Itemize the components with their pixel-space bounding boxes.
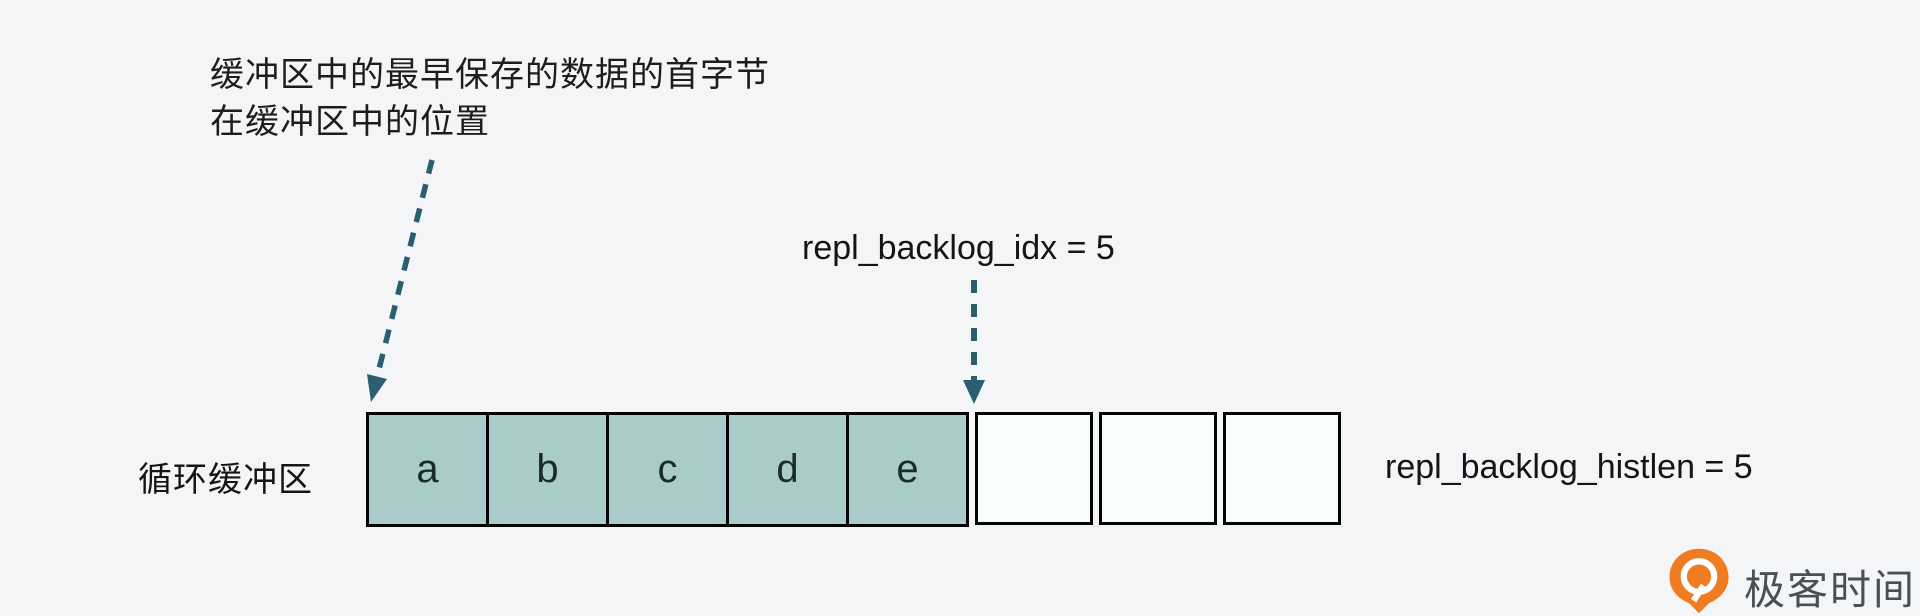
cell-d-label: d bbox=[776, 447, 799, 491]
annotation-line-2: 在缓冲区中的位置 bbox=[210, 103, 490, 141]
annotation-line-1: 缓冲区中的最早保存的数据的首字节 bbox=[210, 56, 770, 94]
cell-b-label: b bbox=[536, 447, 559, 491]
buffer-cell-empty bbox=[1223, 412, 1341, 525]
buffer-cell-empty bbox=[1099, 412, 1217, 525]
repl-backlog-histlen-label: repl_backlog_histlen = 5 bbox=[1385, 448, 1753, 486]
annotation-dashed-arrow bbox=[367, 159, 435, 402]
buffer-cell-empty bbox=[975, 412, 1093, 525]
buffer-cell-a: a bbox=[366, 412, 489, 527]
cell-e-label: e bbox=[896, 447, 919, 491]
buffer-cell-b: b bbox=[486, 412, 609, 527]
repl-backlog-idx-label: repl_backlog_idx = 5 bbox=[802, 229, 1115, 267]
circular-buffer: a b c d e bbox=[366, 412, 1341, 527]
buffer-cell-e: e bbox=[846, 412, 969, 527]
cell-a-label: a bbox=[416, 447, 439, 491]
buffer-cell-c: c bbox=[606, 412, 729, 527]
annotation-earliest-data-position: 缓冲区中的最早保存的数据的首字节 在缓冲区中的位置 bbox=[210, 52, 770, 146]
idx-dashed-arrow bbox=[963, 280, 985, 404]
cell-c-label: c bbox=[657, 447, 678, 491]
geektime-pin-icon bbox=[1669, 548, 1729, 614]
geektime-logo: 极客时间 bbox=[1662, 546, 1916, 616]
geektime-logo-text: 极客时间 bbox=[1744, 567, 1916, 613]
circular-buffer-name-label: 循环缓冲区 bbox=[138, 461, 313, 499]
buffer-cell-d: d bbox=[726, 412, 849, 527]
